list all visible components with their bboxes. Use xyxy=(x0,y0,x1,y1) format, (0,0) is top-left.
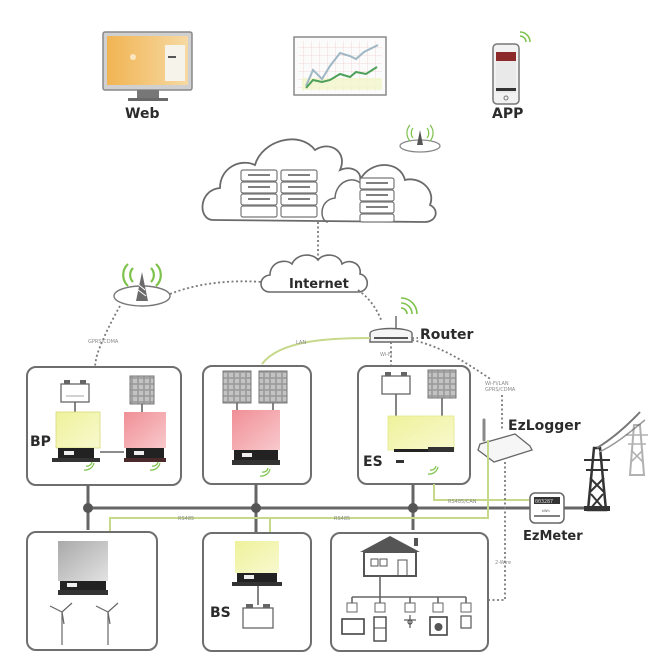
cell-tower-icon xyxy=(113,263,171,307)
water-heater-icon xyxy=(460,615,472,629)
power-tower-icon xyxy=(626,424,648,476)
fridge-icon xyxy=(373,616,387,642)
web-monitor-icon xyxy=(102,31,193,101)
wifi-signal-icon xyxy=(259,467,271,477)
solar-panel-icon xyxy=(427,369,457,399)
bs-system-box xyxy=(202,532,312,652)
internet-cloud-icon xyxy=(260,254,369,293)
pv-system-box xyxy=(202,365,312,485)
wifi-link-label: Wi-Fi xyxy=(380,352,392,358)
battery-icon xyxy=(242,604,274,629)
solar-panel-icon xyxy=(258,370,288,404)
outlet-icons xyxy=(346,602,472,613)
solar-panel-icon xyxy=(222,370,252,404)
router-label: Router xyxy=(420,327,474,343)
meter-display: 003287 xyxy=(535,499,553,505)
bp-system-box xyxy=(26,366,182,486)
pv-inverter-icon xyxy=(232,410,280,465)
chart-report-icon xyxy=(293,36,387,96)
internet-router-link xyxy=(357,289,383,323)
bus-junction xyxy=(251,503,261,513)
fan-icon xyxy=(404,615,416,628)
es-inverter-icon xyxy=(387,415,455,463)
bs-label: BS xyxy=(210,605,231,621)
two-wire-label: 2-Wire xyxy=(495,560,511,566)
wind-inverter-icon xyxy=(58,541,108,595)
ezlogger-icon xyxy=(477,395,533,463)
rs485-b-label: RS485 xyxy=(334,516,350,522)
internet-label: Internet xyxy=(289,277,349,292)
web-label: Web xyxy=(125,106,159,122)
bp-inverter-icon xyxy=(52,411,101,462)
rs485-a-label: RS485 xyxy=(178,516,194,522)
wifi-signal-icon xyxy=(83,461,95,471)
tower-internet-link xyxy=(169,280,263,295)
ezmeter-icon: 003287 kWh xyxy=(529,492,565,524)
battery-icon xyxy=(60,380,90,403)
two-wire-link xyxy=(488,462,506,601)
power-tower-icon xyxy=(584,411,646,512)
ezlogger-label: EzLogger xyxy=(508,418,581,434)
pv-inverter-icon xyxy=(124,412,166,462)
bp-label: BP xyxy=(30,434,51,450)
bus-junction xyxy=(83,503,93,513)
washing-machine-icon xyxy=(429,616,448,636)
bus-junction xyxy=(408,503,418,513)
lan-link xyxy=(261,337,371,365)
es-label: ES xyxy=(363,454,383,470)
meter-unit: kWh xyxy=(542,509,550,513)
wind-turbine-icon xyxy=(49,602,73,645)
rs485-link xyxy=(109,440,489,532)
tv-icon xyxy=(341,618,365,635)
rs485-can-link xyxy=(433,484,530,501)
app-label: APP xyxy=(492,106,523,122)
lan-link-label: LAN xyxy=(296,340,306,346)
router-icon xyxy=(369,297,418,343)
cloud-servers-icon xyxy=(201,138,437,223)
bs-inverter-icon xyxy=(232,541,282,586)
rs485-can-label: RS485/CAN xyxy=(448,499,477,505)
gprs-link-label: GPRS/CDMA xyxy=(88,339,119,345)
satellite-antenna-icon xyxy=(399,124,441,153)
wifi-signal-icon xyxy=(519,31,531,43)
wifi-signal-icon xyxy=(149,461,161,471)
smartphone-icon xyxy=(492,31,531,105)
ezmeter-label: EzMeter xyxy=(523,529,583,544)
house-icon xyxy=(360,536,420,577)
ezlogger-link-label-2: GPRS/CDMA xyxy=(485,387,516,393)
wifi-signal-icon xyxy=(427,465,439,475)
wind-turbine-icon xyxy=(95,602,119,645)
router-ezlogger-link xyxy=(411,339,493,381)
house-loads-box xyxy=(330,532,489,652)
solar-panel-icon xyxy=(129,375,155,405)
ezlogger-link-label-1: Wi-Fi/LAN xyxy=(485,381,509,387)
wind-system-box xyxy=(26,531,158,651)
